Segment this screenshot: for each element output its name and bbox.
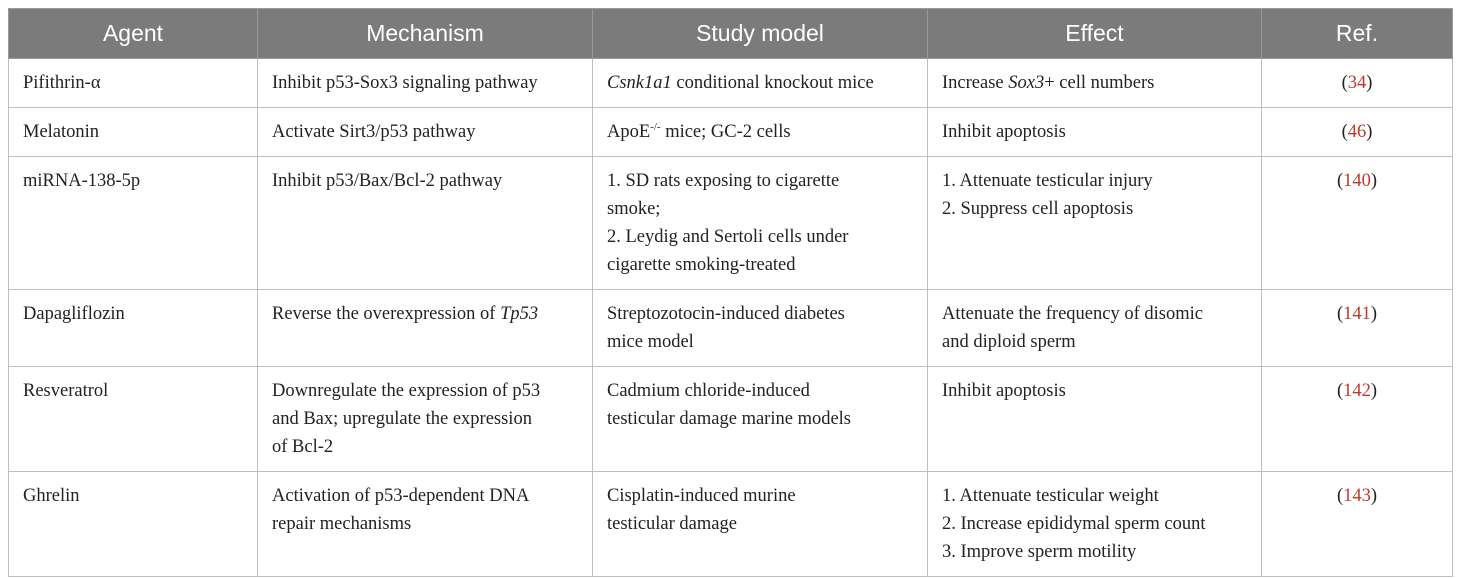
effect-line: 2. Increase epididymal sperm count (942, 514, 1206, 534)
cell-study-model: Csnk1a1 conditional knockout mice (592, 58, 928, 108)
ref-paren: ( (1341, 73, 1348, 93)
cell-study-model: Cisplatin-induced murine testicular dama… (592, 471, 928, 577)
superscript: -/- (650, 120, 661, 133)
study-model-line: cigarette smoking-treated (607, 255, 796, 275)
effect-line: Inhibit apoptosis (942, 381, 1066, 401)
ref-paren: ( (1336, 486, 1344, 506)
effect-line: and diploid sperm (942, 332, 1076, 352)
study-model-line: 1. SD rats exposing to cigarette (607, 171, 840, 191)
study-model-line: Cadmium chloride-induced (607, 381, 810, 401)
cell-ref: (34) (1261, 58, 1453, 108)
study-model-line: Cisplatin-induced murine (607, 486, 796, 506)
cell-agent: Resveratrol (8, 366, 258, 472)
mechanism-line: Inhibit p53/Bax/Bcl-2 pathway (272, 171, 503, 191)
cell-study-model: Streptozotocin-induced diabetes mice mod… (592, 289, 928, 367)
ref-paren: ) (1366, 122, 1373, 142)
cell-ref: (141) (1261, 289, 1453, 367)
effect-line: 1. Attenuate testicular injury (942, 171, 1153, 191)
study-model-text: conditional knockout mice (671, 73, 874, 93)
ref-paren: ) (1370, 381, 1378, 401)
ref-paren: ) (1366, 73, 1373, 93)
ref-paren: ( (1336, 171, 1344, 191)
cell-effect: Increase Sox3+ cell numbers (927, 58, 1262, 108)
mechanism-text: Reverse the overexpression of (272, 304, 501, 324)
effect-line: Attenuate the frequency of disomic (942, 304, 1203, 324)
cell-agent: Dapagliflozin (8, 289, 258, 367)
mechanism-line: and Bax; upregulate the expression (272, 409, 532, 429)
gene-name-italic: Sox3 (1008, 73, 1045, 93)
study-model-line: smoke; (607, 199, 661, 219)
cell-effect: Attenuate the frequency of disomic and d… (927, 289, 1262, 367)
cell-mechanism: Activate Sirt3/p53 pathway (257, 107, 593, 157)
study-model-line: 2. Leydig and Sertoli cells under (607, 227, 849, 247)
header-ref: Ref. (1261, 8, 1453, 59)
cell-ref: (143) (1261, 471, 1453, 577)
study-model-line: testicular damage (607, 514, 737, 534)
header-study-model: Study model (592, 8, 928, 59)
table-row: miRNA-138-5p Inhibit p53/Bax/Bcl-2 pathw… (8, 156, 1453, 290)
table-row: Resveratrol Downregulate the expression … (8, 366, 1453, 472)
effect-text: Increase (942, 73, 1009, 93)
header-agent: Agent (8, 8, 258, 59)
mechanism-line: Activation of p53-dependent DNA (272, 486, 530, 506)
cell-agent: Ghrelin (8, 471, 258, 577)
study-model-text: mice; GC-2 cells (660, 122, 791, 142)
cell-ref: (142) (1261, 366, 1453, 472)
effect-text: + cell numbers (1044, 73, 1155, 93)
ref-paren: ( (1336, 304, 1344, 324)
ref-link[interactable]: 142 (1343, 381, 1371, 401)
effect-line: 3. Improve sperm motility (942, 542, 1137, 562)
mechanism-line: repair mechanisms (272, 514, 412, 534)
cell-mechanism: Inhibit p53-Sox3 signaling pathway (257, 58, 593, 108)
gene-name-italic: Csnk1a1 (607, 73, 672, 93)
study-model-text: ApoE (607, 122, 651, 142)
ref-paren: ) (1370, 171, 1378, 191)
cell-mechanism: Downregulate the expression of p53 and B… (257, 366, 593, 472)
header-row: Agent Mechanism Study model Effect Ref. (8, 8, 1453, 59)
cell-study-model: Cadmium chloride-induced testicular dama… (592, 366, 928, 472)
cell-agent: Melatonin (8, 107, 258, 157)
cell-study-model: 1. SD rats exposing to cigarette smoke; … (592, 156, 928, 290)
effect-line: Inhibit apoptosis (942, 122, 1066, 142)
gene-name-italic: Tp53 (500, 304, 539, 324)
cell-agent: Pifithrin-α (8, 58, 258, 108)
study-model-line: mice model (607, 332, 694, 352)
cell-ref: (46) (1261, 107, 1453, 157)
ref-link[interactable]: 46 (1347, 122, 1367, 142)
table-row: Melatonin Activate Sirt3/p53 pathway Apo… (8, 107, 1453, 157)
table-row: Pifithrin-α Inhibit p53-Sox3 signaling p… (8, 58, 1453, 108)
ref-link[interactable]: 141 (1343, 304, 1371, 324)
ref-link[interactable]: 143 (1343, 486, 1371, 506)
cell-effect: Inhibit apoptosis (927, 366, 1262, 472)
study-model-line: testicular damage marine models (607, 409, 852, 429)
cell-study-model: ApoE-/- mice; GC-2 cells (592, 107, 928, 157)
mechanism-line: Inhibit p53-Sox3 signaling pathway (272, 73, 538, 93)
cell-agent: miRNA-138-5p (8, 156, 258, 290)
cell-mechanism: Activation of p53-dependent DNA repair m… (257, 471, 593, 577)
mechanism-line: Activate Sirt3/p53 pathway (272, 122, 476, 142)
ref-link[interactable]: 140 (1343, 171, 1371, 191)
agents-table: Agent Mechanism Study model Effect Ref. … (8, 8, 1453, 577)
effect-line: 2. Suppress cell apoptosis (942, 199, 1134, 219)
header-effect: Effect (927, 8, 1262, 59)
mechanism-line: Downregulate the expression of p53 (272, 381, 541, 401)
ref-paren: ) (1370, 486, 1378, 506)
cell-ref: (140) (1261, 156, 1453, 290)
ref-paren: ( (1336, 381, 1344, 401)
cell-effect: 1. Attenuate testicular injury 2. Suppre… (927, 156, 1262, 290)
header-mechanism: Mechanism (257, 8, 593, 59)
table-row: Ghrelin Activation of p53-dependent DNA … (8, 471, 1453, 577)
table-row: Dapagliflozin Reverse the overexpression… (8, 289, 1453, 367)
cell-effect: Inhibit apoptosis (927, 107, 1262, 157)
ref-link[interactable]: 34 (1347, 73, 1367, 93)
cell-mechanism: Reverse the overexpression of Tp53 (257, 289, 593, 367)
ref-paren: ( (1341, 122, 1348, 142)
cell-mechanism: Inhibit p53/Bax/Bcl-2 pathway (257, 156, 593, 290)
effect-line: 1. Attenuate testicular weight (942, 486, 1159, 506)
ref-paren: ) (1370, 304, 1378, 324)
cell-effect: 1. Attenuate testicular weight 2. Increa… (927, 471, 1262, 577)
mechanism-line: of Bcl-2 (272, 437, 334, 457)
study-model-line: Streptozotocin-induced diabetes (607, 304, 845, 324)
